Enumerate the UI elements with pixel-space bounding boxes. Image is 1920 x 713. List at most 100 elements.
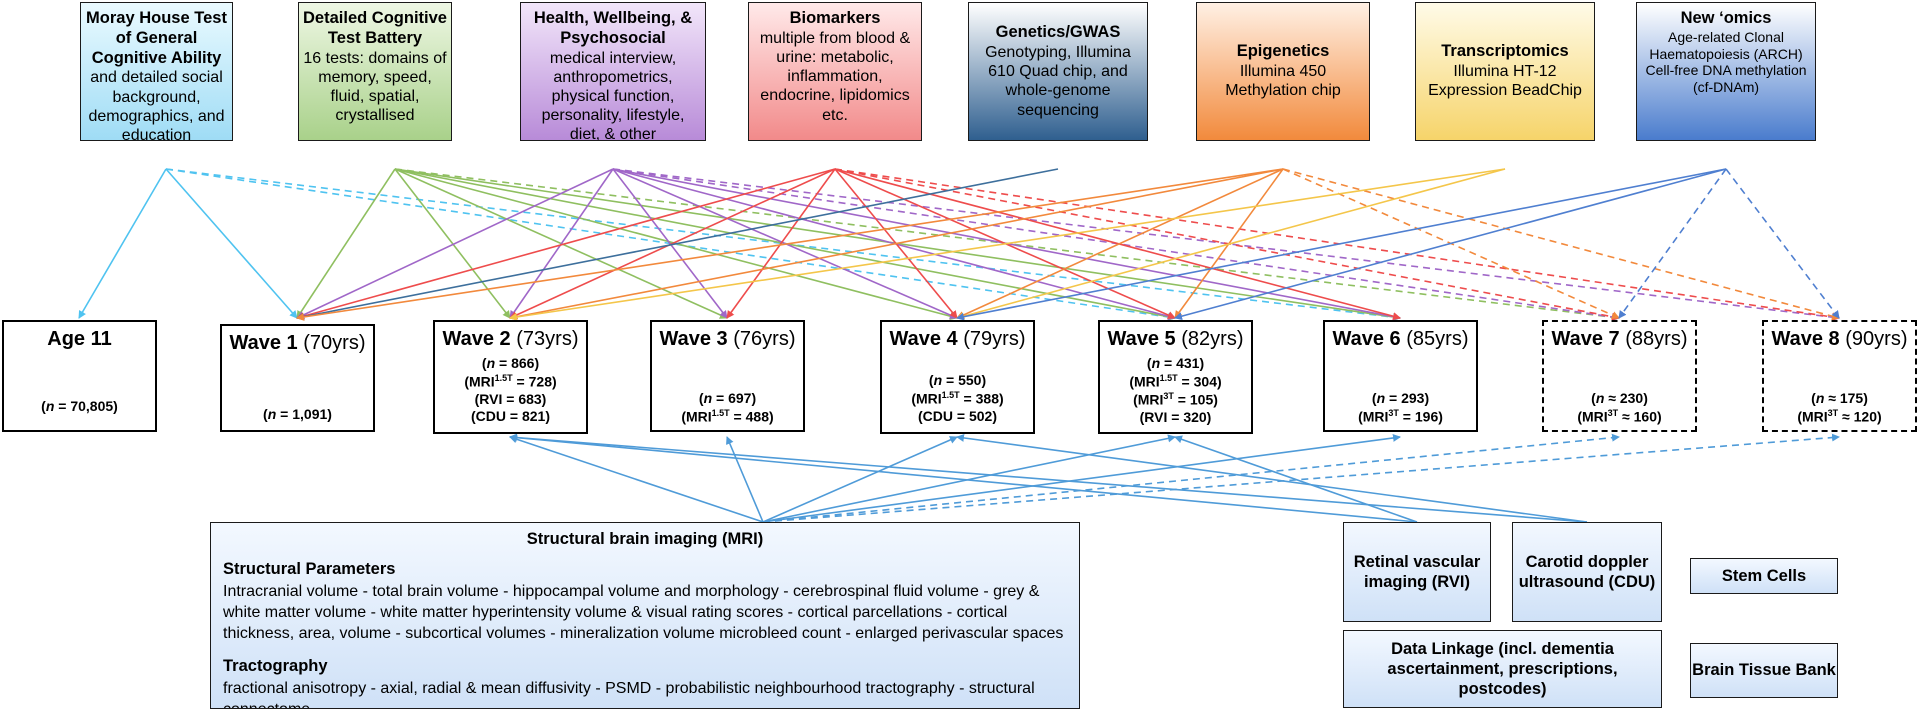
linkage-box: Data Linkage (incl. dementia ascertainme…	[1343, 630, 1662, 708]
connector-line	[296, 168, 836, 320]
wave-3: Wave 3 (76yrs) (n = 697)(MRI1.5T = 488)	[650, 320, 805, 432]
connector-line	[726, 436, 764, 523]
connector-line	[509, 433, 1588, 523]
wave-heading: Wave 5 (82yrs)	[1107, 328, 1244, 350]
wave-6: Wave 6 (85yrs) (n = 293)(MRI3T = 196)	[1323, 320, 1478, 432]
brain-tissue-bank-box: Brain Tissue Bank	[1690, 643, 1838, 698]
wave-age-11: Age 11 (n = 70,805)	[2, 320, 157, 432]
wave-2: Wave 2 (73yrs) (n = 866)(MRI1.5T = 728)(…	[433, 320, 588, 434]
wave-heading: Wave 2 (73yrs)	[442, 328, 579, 350]
connector-line	[1174, 435, 1418, 523]
source-title: Epigenetics	[1236, 42, 1330, 61]
wave-7: Wave 7 (88yrs) (n ≈ 230)(MRI3T ≈ 160)	[1542, 320, 1697, 432]
source-moray-house: Moray House Test of General Cognitive Ab…	[80, 2, 233, 141]
wave-1: Wave 1 (70yrs) (n = 1,091)	[220, 324, 375, 432]
connector-line	[1282, 168, 1840, 321]
cdu-label: Carotid doppler ultrasound (CDU)	[1518, 552, 1656, 591]
connector-line	[762, 436, 958, 523]
source-desc: multiple from blood & urine: metabolic, …	[759, 29, 911, 124]
connector-line	[394, 168, 511, 319]
source-transcriptomics: Transcriptomics Illumina HT-12 Expressio…	[1415, 2, 1595, 141]
source-desc: Illumina HT-12 Expression BeadChip	[1428, 63, 1582, 100]
source-new-omics: New ‘omics Age-related Clonal Haematopoi…	[1636, 2, 1816, 141]
connector-line	[509, 435, 764, 523]
wave-heading: Wave 3 (76yrs)	[659, 328, 796, 350]
connector-line	[956, 168, 1284, 319]
connector-line	[1174, 168, 1727, 321]
wave-stats: (n = 697)(MRI1.5T = 488)	[681, 390, 774, 425]
source-title: Health, Wellbeing, & Psychosocial	[533, 9, 693, 47]
connector-line	[509, 168, 836, 319]
source-desc: Age-related Clonal Haematopoiesis (ARCH)…	[1645, 28, 1807, 96]
connector-line	[509, 433, 1418, 523]
source-genetics: Genetics/GWAS Genotyping, Illumina 610 Q…	[968, 2, 1148, 141]
wave-heading: Wave 7 (88yrs)	[1551, 328, 1688, 350]
wave-stats: (n = 866)(MRI1.5T = 728)(RVI = 683)(CDU …	[464, 355, 557, 425]
connector-line	[1618, 168, 1727, 319]
source-title: Genetics/GWAS	[995, 23, 1121, 42]
connector-line	[78, 168, 167, 319]
mri-title: Structural brain imaging (MRI)	[526, 530, 764, 548]
wave-heading: Wave 6 (85yrs)	[1332, 328, 1469, 350]
wave-heading: Wave 1 (70yrs)	[229, 332, 366, 354]
wave-stats: (n ≈ 175)(MRI3T ≈ 120)	[1797, 390, 1882, 425]
connector-line	[726, 168, 836, 319]
source-desc: 16 tests: domains of memory, speed, flui…	[303, 49, 447, 125]
source-epigenetics: Epigenetics Illumina 450 Methylation chi…	[1196, 2, 1370, 141]
cdu-box: Carotid doppler ultrasound (CDU)	[1512, 522, 1662, 622]
wave-stats: (n = 70,805)	[41, 398, 118, 414]
mri-box: Structural brain imaging (MRI) Structura…	[210, 522, 1080, 709]
source-desc: Illumina 450 Methylation chip	[1225, 63, 1341, 100]
connector-line	[834, 168, 1840, 321]
connector-line	[296, 168, 1059, 321]
rvi-box: Retinal vascular imaging (RVI)	[1343, 522, 1491, 622]
connector-line	[296, 168, 1284, 321]
wave-heading: Wave 8 (90yrs)	[1771, 328, 1908, 350]
connector-line	[509, 168, 1506, 321]
wave-stats: (n = 293)(MRI3T = 196)	[1358, 390, 1443, 425]
connector-line	[956, 168, 1506, 321]
connector-line	[762, 433, 1401, 523]
brain-tissue-bank-label: Brain Tissue Bank	[1692, 661, 1836, 680]
source-title: Detailed Cognitive Test Battery	[303, 9, 447, 47]
structural-text: Intracranial volume - total brain volume…	[223, 582, 1064, 642]
source-desc: medical interview, anthropometrics, phys…	[541, 49, 685, 141]
source-biomarkers: Biomarkers multiple from blood & urine: …	[748, 2, 922, 141]
wave-4: Wave 4 (79yrs) (n = 550)(MRI1.5T = 388)(…	[880, 320, 1035, 434]
connector-line	[1725, 168, 1840, 319]
rvi-label: Retinal vascular imaging (RVI)	[1353, 552, 1481, 591]
wave-heading: Age 11	[47, 328, 112, 350]
tractography-heading: Tractography	[223, 656, 328, 675]
connector-line	[296, 168, 396, 319]
source-health-wellbeing: Health, Wellbeing, & Psychosocial medica…	[520, 2, 706, 141]
connector-line	[956, 168, 1727, 321]
source-title: New ‘omics	[1680, 9, 1772, 27]
source-title: Transcriptomics	[1441, 42, 1569, 61]
connector-line	[165, 168, 1401, 322]
connector-line	[296, 168, 614, 319]
tractography-text: fractional anisotropy - axial, radial & …	[223, 679, 1035, 708]
wave-heading: Wave 4 (79yrs)	[889, 328, 1026, 350]
stem-cells-box: Stem Cells	[1690, 558, 1838, 594]
connector-line	[509, 168, 1284, 321]
structural-heading: Structural Parameters	[223, 559, 396, 578]
connector-line	[165, 168, 298, 319]
source-title: Moray House Test of General Cognitive Ab…	[86, 9, 227, 67]
connector-line	[956, 433, 1588, 523]
source-desc: Genotyping, Illumina 610 Quad chip, and …	[985, 44, 1131, 119]
connector-line	[834, 168, 1620, 321]
stem-cells-label: Stem Cells	[1721, 566, 1807, 585]
connector-line	[509, 168, 614, 319]
connector-line	[612, 168, 728, 319]
linkage-label: Data Linkage (incl. dementia ascertainme…	[1387, 639, 1618, 699]
source-desc: and detailed social background, demograp…	[88, 69, 225, 141]
wave-stats: (n = 550)(MRI1.5T = 388)(CDU = 502)	[911, 372, 1004, 424]
wave-stats: (n ≈ 230)(MRI3T ≈ 160)	[1577, 390, 1662, 425]
source-title: Biomarkers	[789, 9, 881, 27]
wave-8: Wave 8 (90yrs) (n ≈ 175)(MRI3T ≈ 120)	[1762, 320, 1917, 432]
wave-stats: (n = 1,091)	[263, 406, 332, 422]
connector-line	[834, 168, 1401, 321]
wave-5: Wave 5 (82yrs) (n = 431)(MRI1.5T = 304)(…	[1098, 320, 1253, 434]
source-cognitive-battery: Detailed Cognitive Test Battery 16 tests…	[298, 2, 452, 141]
